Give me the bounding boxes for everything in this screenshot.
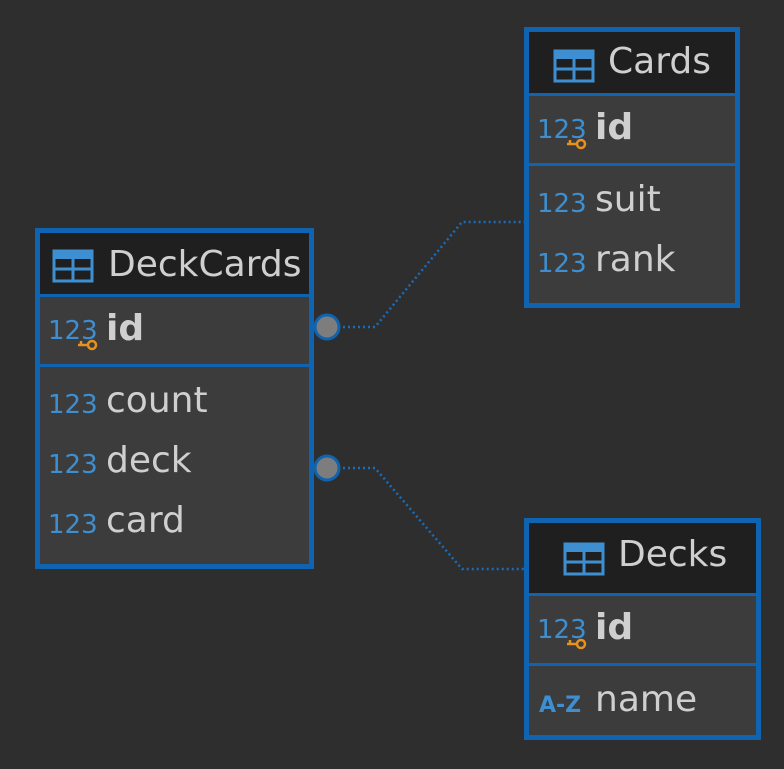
attribute-row[interactable]: A-Z name (529, 668, 756, 728)
connector-dot-deckcards-deck[interactable] (313, 454, 341, 482)
entity-title: Cards (608, 41, 711, 82)
key-icon (567, 638, 587, 650)
numeric-type-icon: 123 (48, 450, 98, 480)
attribute-row[interactable]: 123 id (529, 596, 756, 663)
attribute-name: id (595, 607, 634, 648)
type-label: 123 (48, 450, 98, 480)
attribute-name: card (106, 500, 185, 541)
attribute-row[interactable]: 123 count (40, 369, 309, 429)
attribute-name: name (595, 679, 698, 720)
entity-title: Decks (618, 534, 728, 575)
entity-header[interactable]: Cards (529, 32, 735, 96)
numeric-type-icon: 123 (48, 510, 98, 540)
attribute-name: count (106, 380, 208, 421)
attribute-name: id (595, 107, 634, 148)
attribute-row[interactable]: 123 suit (529, 168, 735, 228)
relationship-deckcards-deck-to-decks[interactable] (328, 466, 527, 571)
numeric-type-icon: 123 (537, 615, 587, 650)
type-label: 123 (537, 189, 587, 219)
table-icon (563, 542, 605, 576)
type-label: A-Z (539, 693, 581, 718)
attribute-name: rank (595, 239, 676, 280)
attribute-row[interactable]: 123 id (40, 297, 309, 364)
attribute-name: deck (106, 440, 192, 481)
primary-key-section: 123 id (529, 96, 735, 166)
connector-dot-deckcards-id[interactable] (313, 313, 341, 341)
attribute-name: suit (595, 179, 661, 220)
primary-key-section: 123 id (529, 596, 756, 666)
numeric-type-icon: 123 (537, 115, 587, 150)
numeric-type-icon: 123 (537, 189, 587, 219)
type-label: 123 (48, 510, 98, 540)
table-icon (553, 49, 595, 83)
type-label: 123 (537, 249, 587, 279)
text-type-icon: A-Z (539, 693, 581, 718)
key-icon (78, 339, 98, 351)
entity-header[interactable]: Decks (529, 523, 756, 596)
attribute-row[interactable]: 123 card (40, 489, 309, 549)
type-label: 123 (48, 390, 98, 420)
numeric-type-icon: 123 (537, 249, 587, 279)
numeric-type-icon: 123 (48, 316, 98, 351)
entity-cards[interactable]: Cards 123 id 123 suit 123 rank (524, 27, 740, 308)
attribute-name: id (106, 308, 145, 349)
attribute-row[interactable]: 123 id (529, 96, 735, 163)
numeric-type-icon: 123 (48, 390, 98, 420)
key-icon (567, 138, 587, 150)
attribute-row[interactable]: 123 deck (40, 429, 309, 489)
primary-key-section: 123 id (40, 297, 309, 367)
entity-title: DeckCards (108, 244, 302, 285)
relationship-deckcards-id-to-cards[interactable] (328, 220, 527, 329)
table-icon (52, 249, 94, 283)
entity-deckcards[interactable]: DeckCards 123 id 123 count 123 deck (35, 228, 314, 569)
entity-decks[interactable]: Decks 123 id A-Z name (524, 518, 761, 740)
attribute-row[interactable]: 123 rank (529, 228, 735, 288)
entity-header[interactable]: DeckCards (40, 233, 309, 297)
